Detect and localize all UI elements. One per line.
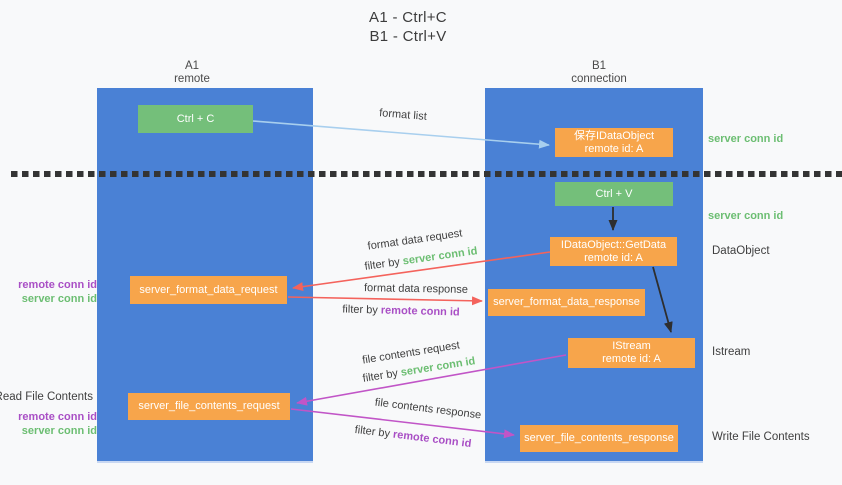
ctrl-c-box: Ctrl + C — [138, 105, 253, 133]
read-file-contents-label: Read File Contents — [0, 391, 93, 403]
server-format-data-response-label: server_format_data_response — [493, 296, 640, 308]
remote-conn-id-text: remote conn id — [380, 304, 460, 319]
istream-line1: IStream — [612, 340, 651, 352]
getdata-line2: remote id: A — [584, 251, 643, 264]
save-dataobject-line2: remote id: A — [584, 142, 644, 155]
format-list-label: format list — [378, 107, 428, 123]
server-file-contents-request-label: server_file_contents_request — [138, 400, 280, 412]
server-format-data-request-label: server_format_data_request — [139, 283, 278, 296]
file-contents-response-label: file contents response — [374, 396, 482, 422]
ctrl-c-label: Ctrl + C — [176, 112, 215, 125]
format-data-response-label: format data response — [363, 282, 469, 296]
server-file-contents-response-box: server_file_contents_response — [520, 425, 678, 452]
title-line-b1: B1 - Ctrl+V — [369, 28, 447, 45]
istream-line2: remote id: A — [602, 353, 661, 365]
dashed-divider — [11, 171, 842, 177]
column-header-a1: A1 remote — [174, 60, 210, 86]
filter-by-text: filter by — [361, 367, 399, 385]
server-file-contents-response-label: server_file_contents_response — [524, 432, 674, 444]
format-data-response-arrow — [287, 296, 483, 306]
left-server-conn-id-top: server conn id — [21, 293, 97, 305]
left-remote-conn-id-bottom: remote conn id — [18, 411, 97, 423]
server-file-contents-request-box: server_file_contents_request — [128, 393, 290, 420]
server-format-data-response-box: server_format_data_response — [488, 289, 645, 316]
filter-by-text: filter by — [363, 256, 401, 273]
left-server-conn-id-bottom: server conn id — [21, 425, 97, 437]
getdata-box: IDataObject::GetData remote id: A — [550, 237, 677, 266]
istream-box: IStream remote id: A — [568, 338, 695, 368]
column-a1-subtitle: remote — [174, 73, 210, 85]
right-server-conn-id-mid: server conn id — [708, 210, 784, 222]
filter-by-remote-conn-id-label-1: filter by remote conn id — [342, 303, 460, 318]
save-dataobject-line1: 保存IDataObject — [573, 129, 655, 142]
left-remote-conn-id-top: remote conn id — [18, 279, 97, 291]
right-server-conn-id-top: server conn id — [708, 133, 784, 145]
dataobject-label: DataObject — [712, 245, 770, 257]
filter-by-text: filter by — [354, 423, 391, 441]
title-line-a1: A1 - Ctrl+C — [369, 9, 447, 26]
column-header-b1: B1 connection — [571, 60, 627, 86]
ctrl-v-box: Ctrl + V — [555, 182, 673, 206]
getdata-line1: IDataObject::GetData — [560, 238, 667, 251]
ctrl-v-label: Ctrl + V — [595, 187, 633, 200]
filter-by-text: filter by — [342, 303, 378, 317]
filter-by-remote-conn-id-label-2: filter by remote conn id — [354, 424, 472, 450]
remote-conn-id-text: remote conn id — [392, 428, 472, 451]
server-conn-id-text: server conn id — [402, 245, 479, 268]
write-file-contents-label: Write File Contents — [712, 431, 810, 443]
diagram-title: A1 - Ctrl+C B1 - Ctrl+V — [369, 8, 447, 46]
column-b1-id: B1 — [591, 60, 607, 72]
column-b1-subtitle: connection — [571, 73, 627, 85]
column-a1-id: A1 — [184, 60, 200, 72]
server-format-data-request-box: server_format_data_request — [130, 276, 287, 304]
istream-margin-label: Istream — [712, 346, 751, 358]
save-dataobject-box: 保存IDataObject remote id: A — [555, 128, 673, 157]
